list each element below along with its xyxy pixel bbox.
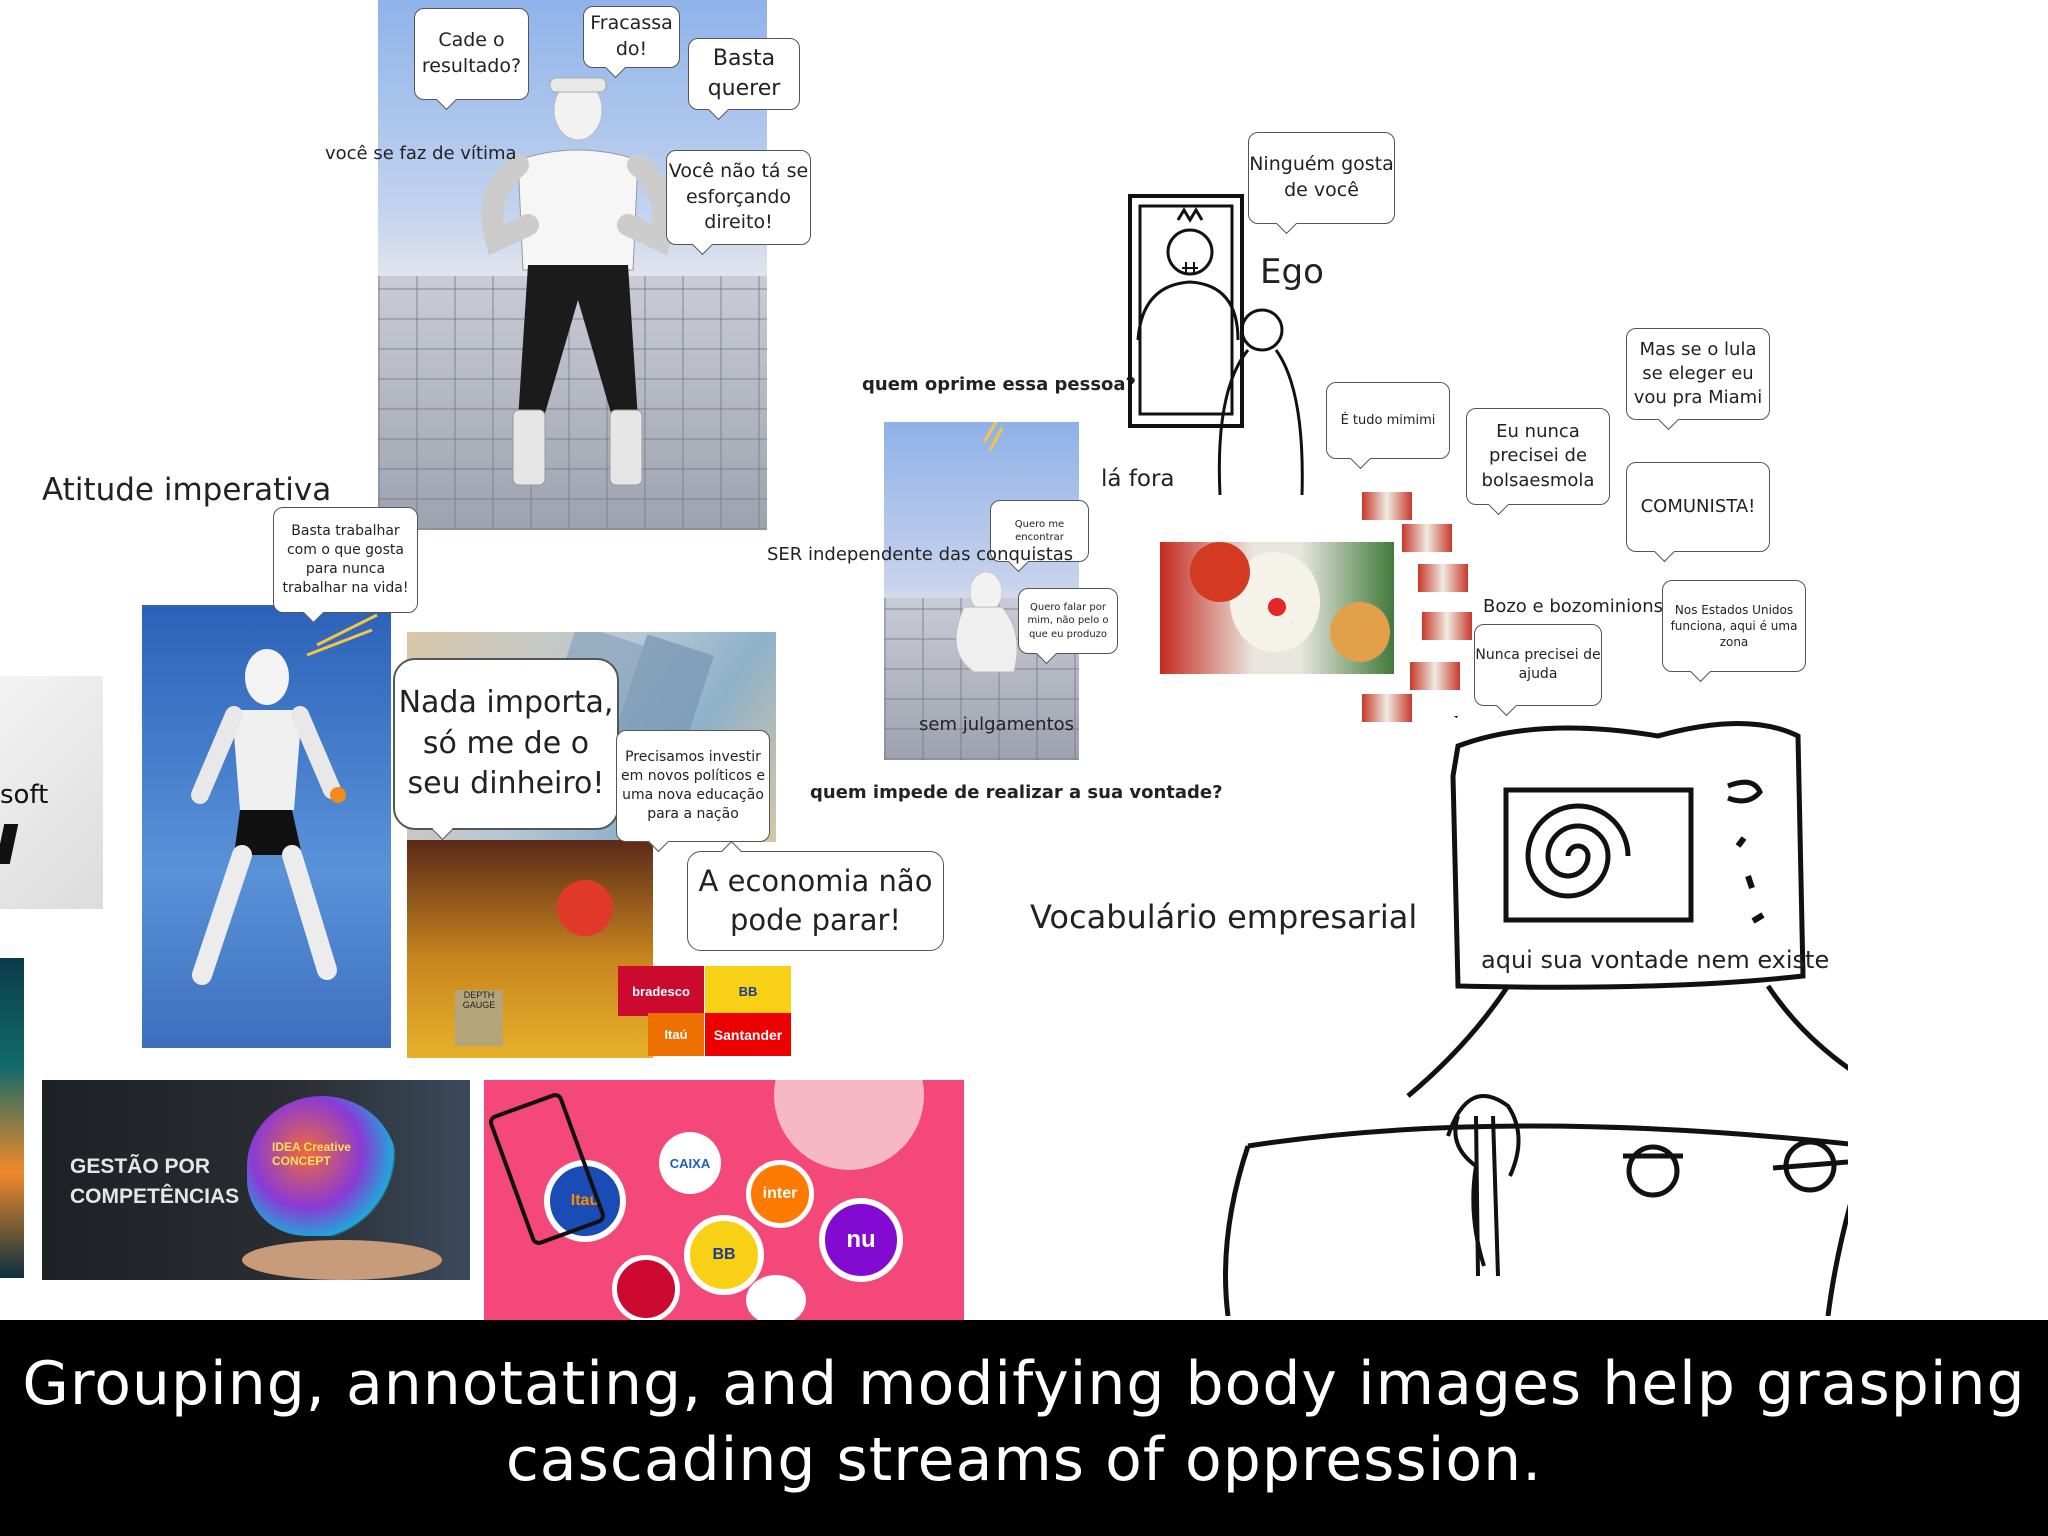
caption-line-1: Grouping, annotating, and modifying body… xyxy=(22,1349,2026,1419)
bozo-mini-thumbnail xyxy=(1422,612,1472,640)
label-ser-independente: SER independente das conquistas xyxy=(767,544,1074,565)
itau-coin: Itaú xyxy=(544,1160,626,1242)
gestao-competencias-banner: GESTÃO POR COMPETÊNCIAS IDEA Creative CO… xyxy=(42,1080,470,1280)
bubble-basta-querer: Basta querer xyxy=(688,38,800,121)
label-sem-julgamentos: sem julgamentos xyxy=(919,714,1075,735)
bubble-nunca-precisei-bolsaesmola: Eu nunca precisei de bolsaesmola xyxy=(1466,408,1610,516)
nubank-coin: nu xyxy=(819,1198,903,1282)
ego-mirror-drawing xyxy=(1128,194,1304,496)
scrooge-gold-image: DEPTH GAUGE xyxy=(407,840,653,1058)
santander-logo: Santander xyxy=(705,1013,791,1056)
bubble-precisamos-investir: Precisamos investir em novos políticos e… xyxy=(616,730,770,853)
bozo-mini-thumbnail xyxy=(1362,492,1412,520)
tv-head-office-drawing xyxy=(1223,716,1848,1316)
depth-gauge-sign: DEPTH GAUGE xyxy=(455,990,503,1046)
mannequin-figure xyxy=(481,77,675,486)
bozo-clown-image xyxy=(1160,542,1394,674)
bubble-ninguem-gosta: Ninguém gosta de você xyxy=(1248,132,1395,235)
bubble-comunista: COMUNISTA! xyxy=(1626,462,1770,563)
floating-figure xyxy=(191,613,378,985)
bubble-economia-nao-pode-parar: A economia não pode parar! xyxy=(687,840,944,951)
bubble-estados-unidos: Nos Estados Unidos funciona, aqui é uma … xyxy=(1662,580,1806,683)
bubble-nunca-precisei-ajuda: Nunca precisei de ajuda xyxy=(1474,624,1602,717)
bradesco-logo: bradesco xyxy=(618,966,704,1016)
caption-line-2: cascading streams of oppression. xyxy=(505,1425,1543,1495)
bubble-lula-miami: Mas se o lula se eleger eu vou pra Miami xyxy=(1626,328,1770,431)
heading-ego: Ego xyxy=(1260,252,1324,292)
cropped-neon-image xyxy=(0,958,24,1278)
heading-vocabulario-empresarial: Vocabulário empresarial xyxy=(1030,898,1418,936)
bubble-nada-importa: Nada importa, só me de o seu dinheiro! xyxy=(393,658,619,841)
bubble-nao-ta-esforcando: Você não tá se esforçando direito! xyxy=(666,150,811,256)
santander-coin xyxy=(746,1275,806,1320)
bozo-mini-thumbnail xyxy=(1410,662,1460,690)
label-la-fora: lá fora xyxy=(1101,466,1175,492)
subtitle-caption: Grouping, annotating, and modifying body… xyxy=(0,1320,2048,1536)
label-quem-oprime: quem oprime essa pessoa? xyxy=(862,374,1136,395)
caixa-coin: CAIXA xyxy=(659,1132,721,1194)
bubble-basta-trabalhar: Basta trabalhar com o que gosta para nun… xyxy=(273,507,418,624)
inter-coin: inter xyxy=(746,1160,814,1228)
idea-bulb-graphic xyxy=(247,1096,397,1236)
floating-mannequin-image xyxy=(142,605,391,1048)
bubble-quero-me-encontrar: Quero me encontrar xyxy=(990,500,1089,573)
soft-label: soft xyxy=(0,780,49,810)
bb-coin: BB xyxy=(684,1215,764,1295)
gestao-text: GESTÃO POR COMPETÊNCIAS xyxy=(70,1155,240,1208)
label-voce-se-faz-de-vitima: você se faz de vítima xyxy=(325,143,517,164)
bubble-fracassado: Fracassa do! xyxy=(583,6,680,79)
label-bozo-e-bozominions: Bozo e bozominions xyxy=(1483,596,1663,617)
itau-logo: Itaú xyxy=(648,1013,704,1056)
idea-words: IDEA Creative CONCEPT xyxy=(272,1140,351,1168)
banco-do-brasil-logo: BB xyxy=(705,966,791,1016)
label-vontade-nem-existe: aqui sua vontade nem existe xyxy=(1481,946,1830,974)
banks-coins-banner: Itaú CAIXA inter BB nu xyxy=(484,1080,964,1320)
heading-atitude-imperativa: Atitude imperativa xyxy=(42,472,332,508)
bubble-e-tudo-mimimi: É tudo mimimi xyxy=(1326,382,1450,470)
bozo-mini-thumbnail xyxy=(1402,524,1452,552)
bozo-mini-thumbnail xyxy=(1418,564,1468,592)
bradesco-coin xyxy=(612,1255,680,1320)
sitting-figure xyxy=(955,422,1018,673)
cropped-software-image: soft xyxy=(0,676,103,909)
bozo-mini-thumbnail xyxy=(1362,694,1412,722)
bubble-quero-falar-por-mim: Quero falar por mim, não pelo o que eu p… xyxy=(1018,588,1118,665)
bubble-cade-resultado: Cade o resultado? xyxy=(414,8,529,111)
label-quem-impede: quem impede de realizar a sua vontade? xyxy=(810,782,1223,803)
